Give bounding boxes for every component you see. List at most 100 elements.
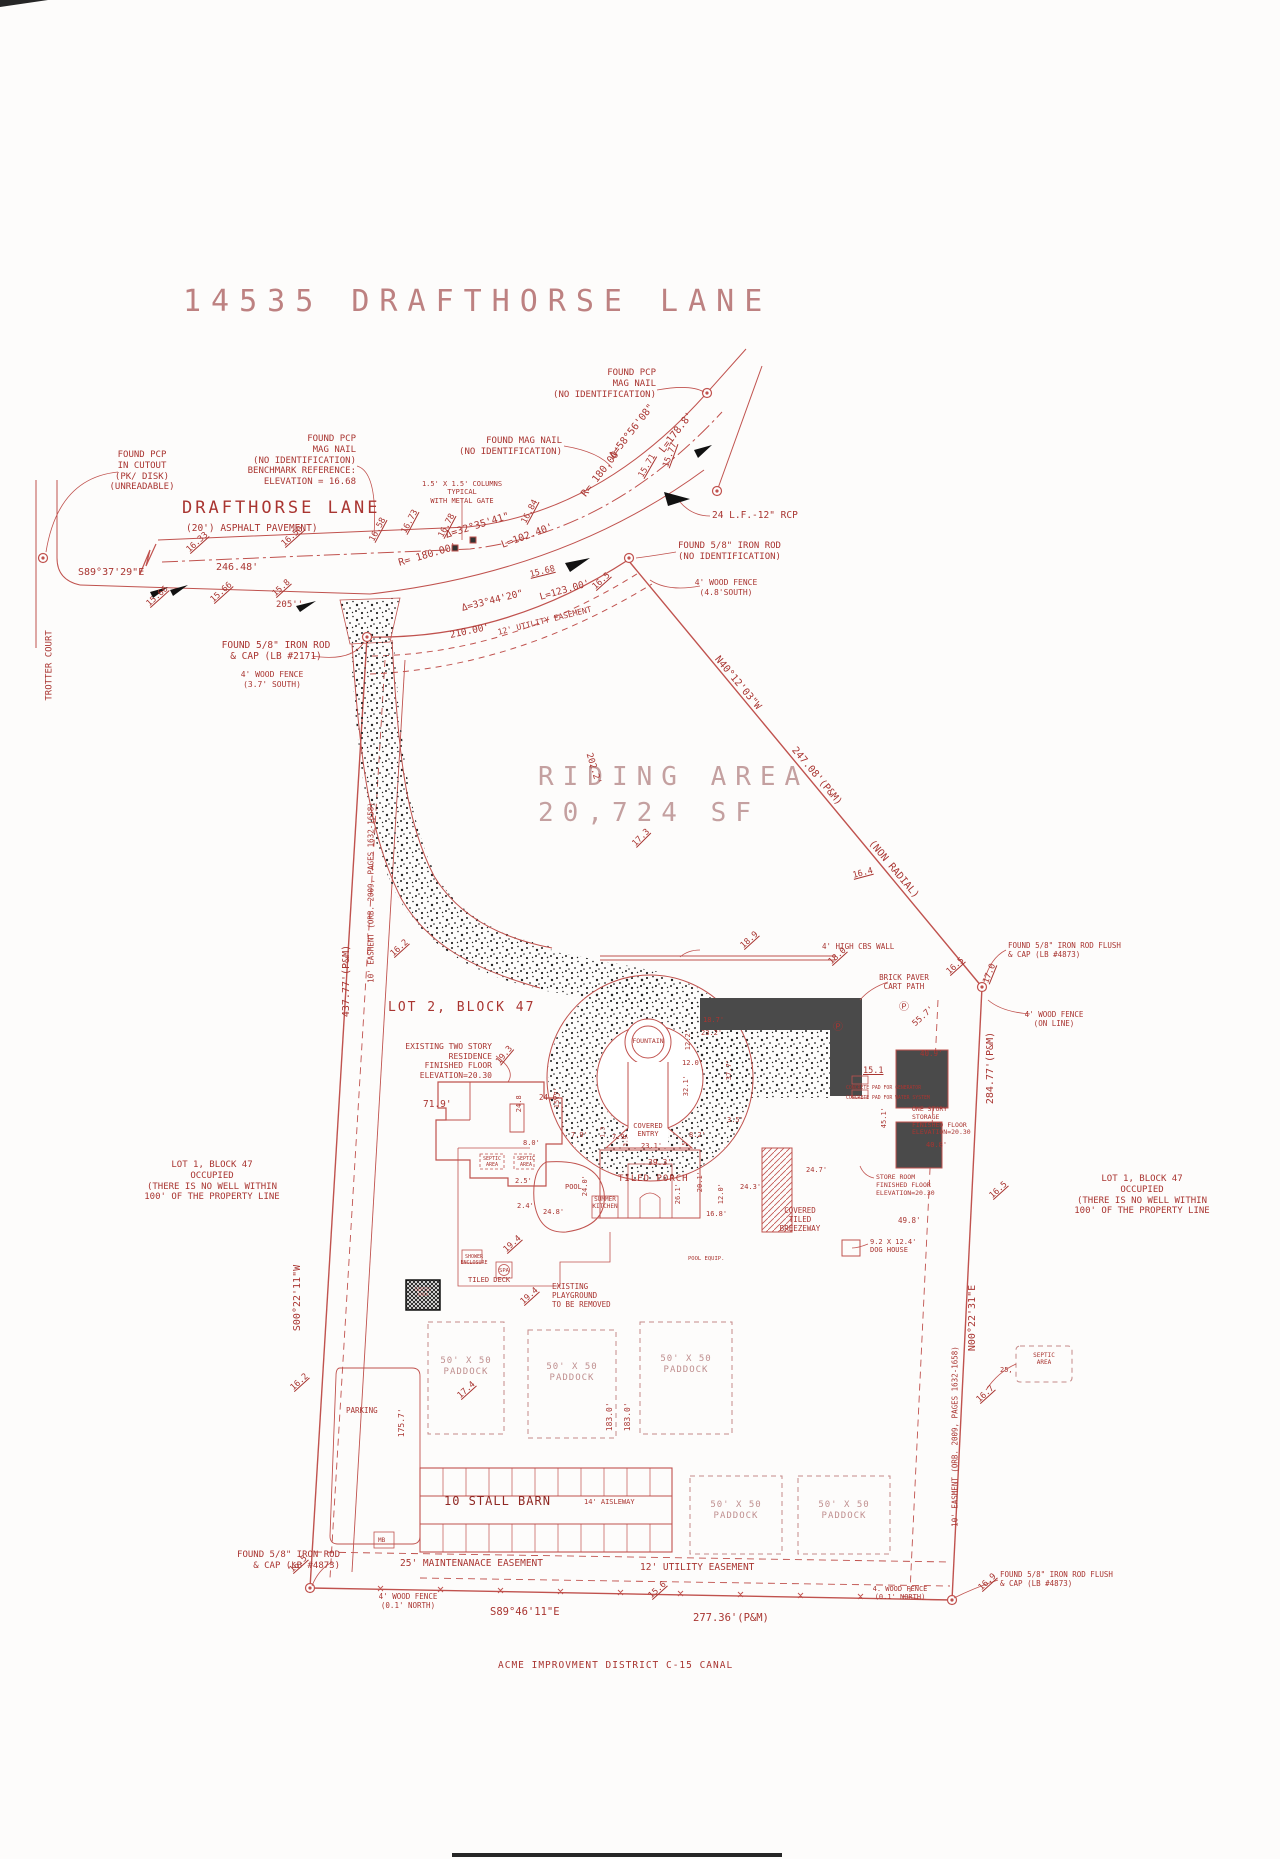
bearing-s89-46: S89°46'11"E bbox=[490, 1606, 560, 1618]
scan-corner-mark bbox=[0, 0, 48, 7]
storage-buildings bbox=[841, 1049, 949, 1257]
gate-columns-note: 1.5' X 1.5' COLUMNS TYPICAL WITH METAL G… bbox=[421, 480, 503, 505]
dim-7-9b: 7.9' bbox=[612, 1133, 629, 1141]
tiled-deck: TILED DECK bbox=[468, 1276, 511, 1284]
benchmark-note: FOUND PCP MAG NAIL (NO IDENTIFICATION) B… bbox=[247, 434, 356, 488]
easement-left: 10' EASMENT (ORB. 2009, PAGES 1632-1658) bbox=[366, 802, 376, 983]
summer-kitchen: SUMMER KITCHEN bbox=[592, 1196, 618, 1211]
spa-label: SPA bbox=[499, 1268, 509, 1274]
dim-26-1: 26.1' bbox=[673, 1183, 682, 1205]
breezeway-hatched bbox=[761, 1147, 793, 1233]
store-room: STORE ROOM FINISHED FLOOR ELEVATION=20.3… bbox=[876, 1173, 935, 1197]
septic-black-box: SEPTIC AREA bbox=[414, 1288, 432, 1299]
fence-48-south: 4' WOOD FENCE (4.8'SOUTH) bbox=[694, 578, 758, 597]
barn-outline bbox=[373, 1467, 673, 1553]
lot1-right: LOT 1, BLOCK 47 OCCUPIED (THERE IS NO WE… bbox=[1074, 1174, 1210, 1217]
bearing-s89-37: S89°37'29"E bbox=[78, 567, 145, 578]
found-rod-flush-mid: FOUND 5/8" IRON ROD FLUSH & CAP (LB #487… bbox=[1008, 941, 1121, 959]
dim-7-9a: 7.9' bbox=[571, 1131, 588, 1139]
spot-15-1: 15.1 bbox=[863, 1066, 884, 1076]
septic-box-2: SEPTIC AREA bbox=[516, 1156, 536, 1168]
covered-entry: COVERED ENTRY bbox=[633, 1122, 663, 1139]
dim-8-0: 8.0' bbox=[523, 1139, 540, 1147]
lot2-label: LOT 2, BLOCK 47 bbox=[388, 1000, 536, 1015]
dim-205: 205'' bbox=[276, 600, 304, 610]
dim-2-4: 2.4' bbox=[517, 1202, 534, 1210]
parcel-boundary bbox=[309, 559, 983, 1601]
dim-37-7: 37.7' bbox=[724, 1059, 733, 1081]
dim-3-9: 3.9 bbox=[622, 1135, 630, 1147]
dim-284-77: 284.77'(P&M) bbox=[985, 1031, 996, 1105]
one-story-storage: ONE STORY STORAGE FINISHED FLOOR ELEVATI… bbox=[912, 1105, 971, 1137]
riding-area-title: RIDING AREA bbox=[538, 762, 810, 792]
barn-label: 10 STALL BARN bbox=[444, 1494, 551, 1508]
lot1-left: LOT 1, BLOCK 47 OCCUPIED (THERE IS NO WE… bbox=[144, 1160, 280, 1203]
p-symbol-2: Ⓟ bbox=[899, 1002, 909, 1013]
septic-area-right: SEPTIC AREA bbox=[1033, 1352, 1055, 1367]
paddock-2: 50' X 50 PADDOCK bbox=[546, 1362, 598, 1383]
road-drafthorse-lane bbox=[35, 348, 763, 675]
riding-area-sf: 20,724 SF bbox=[538, 798, 760, 828]
flow-arrows bbox=[150, 445, 712, 612]
porch-pool-deck bbox=[457, 1147, 701, 1287]
parking-label: PARKING bbox=[346, 1406, 378, 1415]
tiled-porch: TILED PORCH bbox=[618, 1174, 689, 1184]
dim-246-48: 246.48' bbox=[216, 562, 259, 573]
pool-label: POOL bbox=[565, 1183, 582, 1191]
dim-24-6: 24.6' bbox=[539, 1093, 562, 1102]
dim-20-1: 20.1' bbox=[695, 1171, 704, 1193]
dim-277-36: 277.36'(P&M) bbox=[693, 1612, 769, 1624]
found-rod-4873-right: FOUND 5/8" IRON ROD FLUSH & CAP (LB #487… bbox=[1000, 1570, 1113, 1588]
found-rod-noid: FOUND 5/8" IRON ROD (NO IDENTIFICATION) bbox=[678, 541, 781, 562]
pool-equip: POOL EQUIP. bbox=[688, 1256, 725, 1262]
dim-24-3: 24.3' bbox=[740, 1183, 762, 1191]
dim-183-0b: 183.0' bbox=[623, 1402, 633, 1432]
dim-25: 25, bbox=[1000, 1366, 1013, 1374]
dim-3-5: 3.5' bbox=[727, 1116, 744, 1124]
playground-note: EXISTING PLAYGROUND TO BE REMOVED bbox=[552, 1282, 611, 1309]
paddock-1: 50' X 50 PADDOCK bbox=[440, 1356, 492, 1377]
dim-437-77: 437.77'(P&M) bbox=[341, 944, 352, 1018]
dim-24-7: 24.7' bbox=[806, 1166, 828, 1174]
fence-on-line: 4' WOOD FENCE (ON LINE) bbox=[1024, 1010, 1084, 1028]
dim-32-1: 32.1' bbox=[681, 1075, 690, 1097]
scan-bottom-mark bbox=[452, 1853, 782, 1857]
dim-23-1: 23.1' bbox=[641, 1142, 663, 1150]
paddock-4: 50' X 50 PADDOCK bbox=[710, 1500, 762, 1521]
dim-12-0b: 12.0' bbox=[716, 1183, 725, 1205]
dim-12-0a: 12.0' bbox=[682, 1059, 704, 1067]
dim-1-3: 1.3 bbox=[599, 1126, 607, 1138]
gravel-driveway bbox=[339, 597, 832, 1182]
dim-45-1: 45.1' bbox=[879, 1107, 888, 1129]
parking-outline bbox=[329, 1367, 421, 1545]
bearing-n00: N00°22'31"E bbox=[967, 1284, 978, 1352]
dim-40-9: 40.9' bbox=[920, 1049, 943, 1058]
sheet-title: 14535 DRAFTHORSE LANE bbox=[183, 284, 773, 319]
dim-183-0a: 183.0' bbox=[605, 1402, 615, 1432]
dog-house: 9.2 X 12.4' DOG HOUSE bbox=[870, 1238, 917, 1255]
dim-49-8: 49.8' bbox=[898, 1216, 921, 1225]
paddock-5: 50' X 50 PADDOCK bbox=[818, 1500, 870, 1521]
aisleway-label: 14' AISLEWAY bbox=[584, 1498, 635, 1506]
dim-24-8: 24.8 bbox=[514, 1095, 523, 1113]
septic-box-1: SEPTIC AREA bbox=[482, 1156, 502, 1168]
dim-16-8: 16.8' bbox=[706, 1210, 728, 1218]
fence-37-south: 4' WOOD FENCE (3.7' SOUTH) bbox=[240, 670, 304, 689]
found-pcp-cutout: FOUND PCP IN CUTOUT (PK/ DISK) (UNREADAB… bbox=[109, 450, 175, 493]
dim-2-5: 2.5' bbox=[515, 1177, 532, 1185]
septic-hatched-box bbox=[405, 1279, 441, 1311]
dim-5: 5 bbox=[681, 1141, 689, 1146]
rcp-note: 24 L.F.-12" RCP bbox=[712, 510, 798, 521]
dim-175-7: 175.7' bbox=[397, 1408, 407, 1438]
dim-23-2: 23.2' bbox=[701, 1029, 723, 1037]
trotter-court: TROTTER COURT bbox=[44, 630, 55, 701]
fence-01-north-left: 4' WOOD FENCE (0.1' NORTH) bbox=[378, 1592, 438, 1610]
p-symbol-1: Ⓟ bbox=[833, 1022, 843, 1033]
found-rod-4873-left: FOUND 5/8" IRON ROD & CAP (LB #4873) bbox=[237, 1550, 340, 1571]
leader-lines bbox=[45, 387, 1031, 1601]
breezeway: COVERED TILED BREEZEWAY bbox=[779, 1206, 821, 1233]
paddock-3: 50' X 50 PADDOCK bbox=[660, 1354, 712, 1375]
found-rod-2171: FOUND 5/8" IRON ROD & CAP (LB #2171) bbox=[221, 640, 331, 663]
dim-12-2: 12.2' bbox=[683, 1029, 692, 1051]
